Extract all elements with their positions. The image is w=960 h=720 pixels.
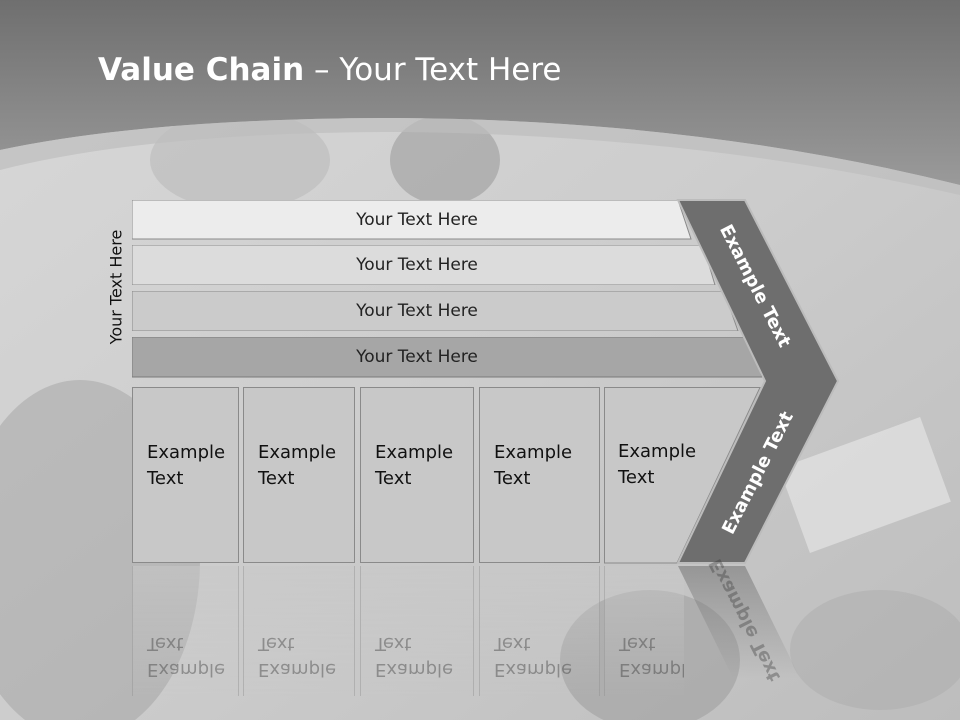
vertical-label: Your Text Here <box>106 229 126 345</box>
chevron-arrow <box>676 199 840 678</box>
example-box-4-label: Example Text <box>494 442 573 489</box>
example-box-2[interactable]: Example Text <box>243 387 355 563</box>
reflection-2-text: Example Text <box>258 633 337 680</box>
example-box-2-label: Example Text <box>258 442 337 489</box>
reflection-4: Example Text <box>479 566 600 696</box>
slide-title: Value Chain – Your Text Here <box>98 52 561 88</box>
reflection-3-text: Example Text <box>375 633 454 680</box>
example-box-1-label: Example Text <box>147 442 226 489</box>
example-box-4[interactable]: Example Text <box>479 387 600 563</box>
bar-4-label: Your Text Here <box>356 347 478 367</box>
example-box-3[interactable]: Example Text <box>360 387 474 563</box>
bar-3-label: Your Text Here <box>356 301 478 321</box>
reflection-4-text: Example Text <box>494 633 573 680</box>
title-rest: – Your Text Here <box>304 52 562 88</box>
title-bold: Value Chain <box>98 52 305 88</box>
reflection-5: Example Text <box>604 566 684 696</box>
reflection-2: Example Text <box>243 566 355 696</box>
bar-1-label: Your Text Here <box>356 210 478 230</box>
example-box-3-label: Example Text <box>375 442 454 489</box>
reflection-1-text: Example Text <box>147 633 226 680</box>
example-box-1[interactable]: Example Text <box>132 387 239 563</box>
bar-2-label: Your Text Here <box>356 255 478 275</box>
example-box-5-label: Example Text <box>618 441 697 488</box>
reflection-3: Example Text <box>360 566 474 696</box>
reflection-1: Example Text <box>132 566 239 696</box>
example-box-5[interactable]: Example Text <box>604 387 696 563</box>
